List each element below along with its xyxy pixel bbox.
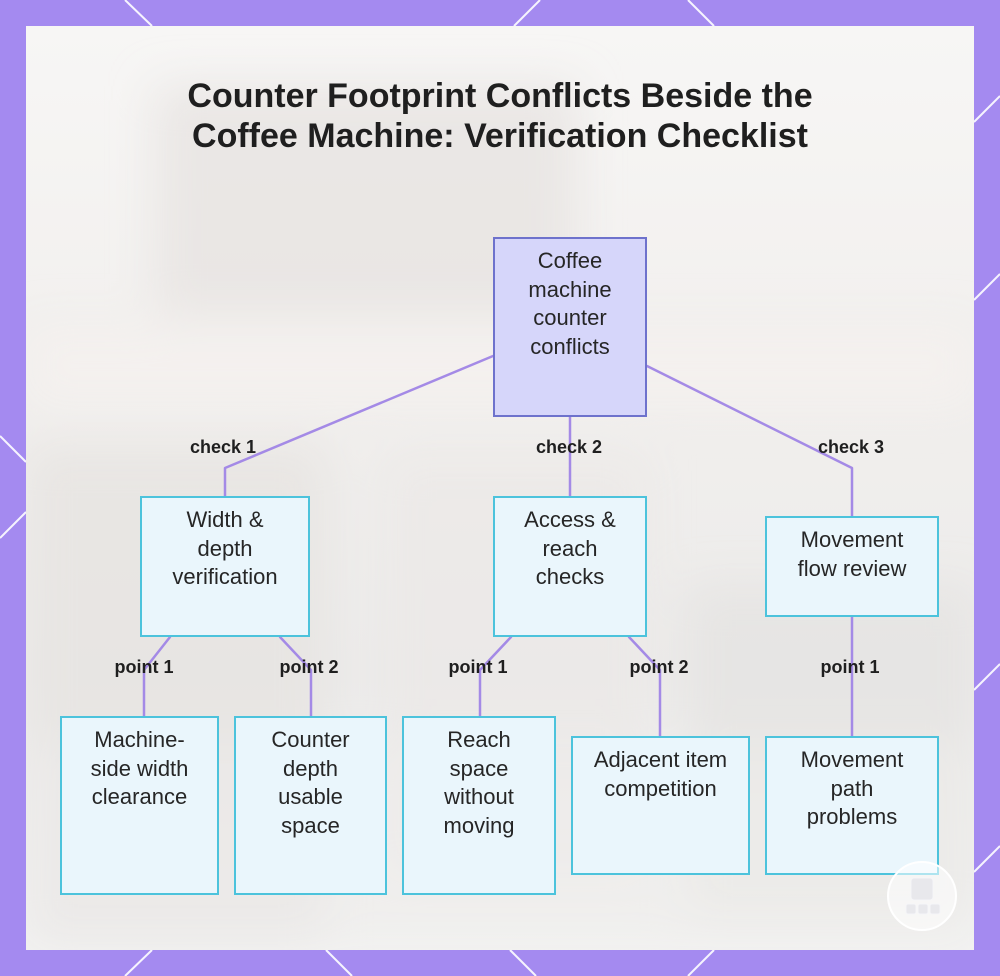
connector-check-1-point-1 [142, 635, 172, 718]
edge-label-check-1: check 1 [189, 437, 257, 457]
edge-label-check-2-point-2: point 2 [629, 657, 689, 677]
check-node-label: Width & depth verification [172, 507, 278, 589]
check-node-width-depth: Width & depth verification [140, 496, 310, 637]
connector-root-check-1 [223, 354, 495, 498]
point-node-counter-depth: Counter depth usable space [234, 716, 387, 895]
point-node-adjacent-item: Adjacent item competition [571, 736, 750, 875]
point-node-label: Reach space without moving [443, 727, 515, 838]
diagram-title: Counter Footprint Conflicts Beside the C… [187, 77, 813, 155]
check-node-access-reach: Access & reach checks [493, 496, 647, 637]
check-node-label: Movement flow review [797, 527, 907, 581]
point-node-reach-space: Reach space without moving [402, 716, 556, 895]
connector-check-2-point-2 [627, 635, 662, 738]
point-node-machine-side-width: Machine-side width clearance [60, 716, 219, 895]
root-node: Coffee machine counter conflicts [493, 237, 647, 417]
edge-label-check-2-point-1: point 1 [448, 657, 508, 677]
edge-label-check-1-point-1: point 1 [114, 657, 174, 677]
point-node-label: Adjacent item competition [593, 747, 728, 801]
edge-label-check-3-point-1: point 1 [820, 657, 880, 677]
point-node-label: Movement path problems [800, 747, 904, 829]
connector-check-2-point-1 [478, 635, 513, 718]
edge-label-check-1-point-2: point 2 [279, 657, 339, 677]
check-node-label: Access & reach checks [524, 507, 616, 589]
check-node-movement-flow: Movement flow review [765, 516, 939, 617]
root-node-label: Coffee machine counter conflicts [528, 248, 612, 359]
edge-label-check-2: check 2 [535, 437, 603, 457]
logo-badge-icon [887, 861, 957, 931]
point-node-movement-path: Movement path problems [765, 736, 939, 875]
point-node-label: Counter depth usable space [271, 727, 350, 838]
point-node-label: Machine-side width clearance [90, 727, 189, 809]
connector-check-1-point-2 [278, 635, 313, 718]
connector-root-check-3 [645, 364, 854, 518]
edge-label-check-3: check 3 [817, 437, 885, 457]
